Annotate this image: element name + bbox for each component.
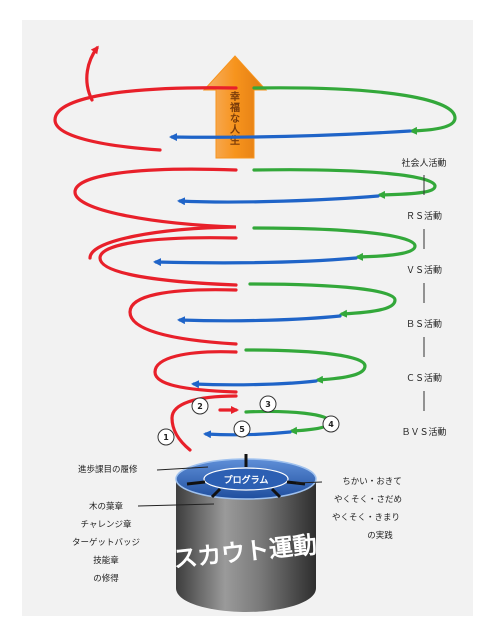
return-path-4: [153, 256, 358, 267]
program-label: プログラム: [224, 474, 269, 486]
outward-path-5: [73, 167, 238, 260]
return-path-3: [177, 314, 342, 325]
promise-line-1: ちかい・おきて: [342, 477, 402, 487]
inward-path-5: [252, 168, 437, 199]
left-annotations: 進歩課目の履修 木の葉章 チャレンジ章 ターゲットバッジ 技能章 の修得: [72, 464, 215, 584]
program-hub: [203, 467, 289, 491]
promise-line-3: やくそく・きまり: [332, 513, 400, 523]
badges-pointer: [137, 503, 215, 507]
outward-path-4: [98, 236, 238, 287]
exit-arrow: [85, 45, 99, 102]
badge-line-2: チャレンジ章: [81, 519, 132, 530]
stage-list: 社会人活動 ＲＳ活動 ＶＳ活動 ＢＳ活動 ＣＳ活動 ＢＶＳ活動: [401, 157, 446, 438]
spiral-paths: [53, 45, 457, 452]
badge-line-4: 技能章: [93, 555, 119, 566]
promise-pointer: [295, 481, 323, 484]
outward-path-3: [128, 288, 238, 346]
stage-label-3: ＶＳ活動: [406, 264, 442, 276]
step-marker-4: 4: [322, 415, 340, 433]
stage-label-1: 社会人活動: [401, 157, 446, 169]
outward-path-1: [170, 394, 238, 452]
return-path-1: [203, 430, 292, 439]
step-number-3: 3: [265, 400, 271, 409]
promise-line-4: の実践: [367, 530, 393, 541]
step-markers: 1 2 3 4 5: [157, 395, 340, 446]
inward-path-6: [252, 86, 457, 135]
step-number-1: 1: [163, 433, 169, 442]
promise-line-2: やくそく・さだめ: [334, 495, 402, 505]
inward-path-4: [252, 226, 417, 261]
badge-line-1: 木の葉章: [89, 501, 124, 512]
outward-path-2: [153, 350, 238, 394]
step-number-2: 2: [197, 402, 203, 411]
stage-label-2: ＲＳ活動: [406, 210, 442, 222]
right-annotations: ちかい・おきて やくそく・さだめ やくそく・きまり の実践: [295, 477, 402, 541]
life-arrow: 幸福な人生: [202, 55, 268, 159]
inward-path-2: [244, 348, 367, 384]
life-arrow-text: 幸福な人生: [229, 90, 241, 147]
step-marker-2: 2: [191, 397, 209, 415]
stage-label-4: ＢＳ活動: [406, 318, 442, 330]
badge-line-3: ターゲットバッジ: [72, 537, 140, 548]
step-marker-5: 5: [233, 420, 251, 438]
step-number-4: 4: [328, 420, 334, 429]
return-path-2: [191, 379, 318, 389]
stage-label-5: ＣＳ活動: [406, 372, 442, 384]
scout-movement-base: プログラム スカウト運動: [172, 454, 318, 612]
step-number-5: 5: [239, 425, 245, 434]
stage-label-6: ＢＶＳ活動: [401, 426, 446, 438]
return-path-5: [177, 194, 380, 206]
progress-pointer: [156, 466, 209, 471]
outward-path-6: [53, 86, 238, 152]
return-path-6: [169, 129, 412, 142]
inward-path-3: [248, 282, 397, 318]
badge-line-5: の修得: [93, 573, 119, 584]
progress-note: 進歩課目の履修: [78, 464, 138, 475]
step-marker-3: 3: [259, 395, 277, 413]
step-marker-1: 1: [157, 428, 175, 446]
